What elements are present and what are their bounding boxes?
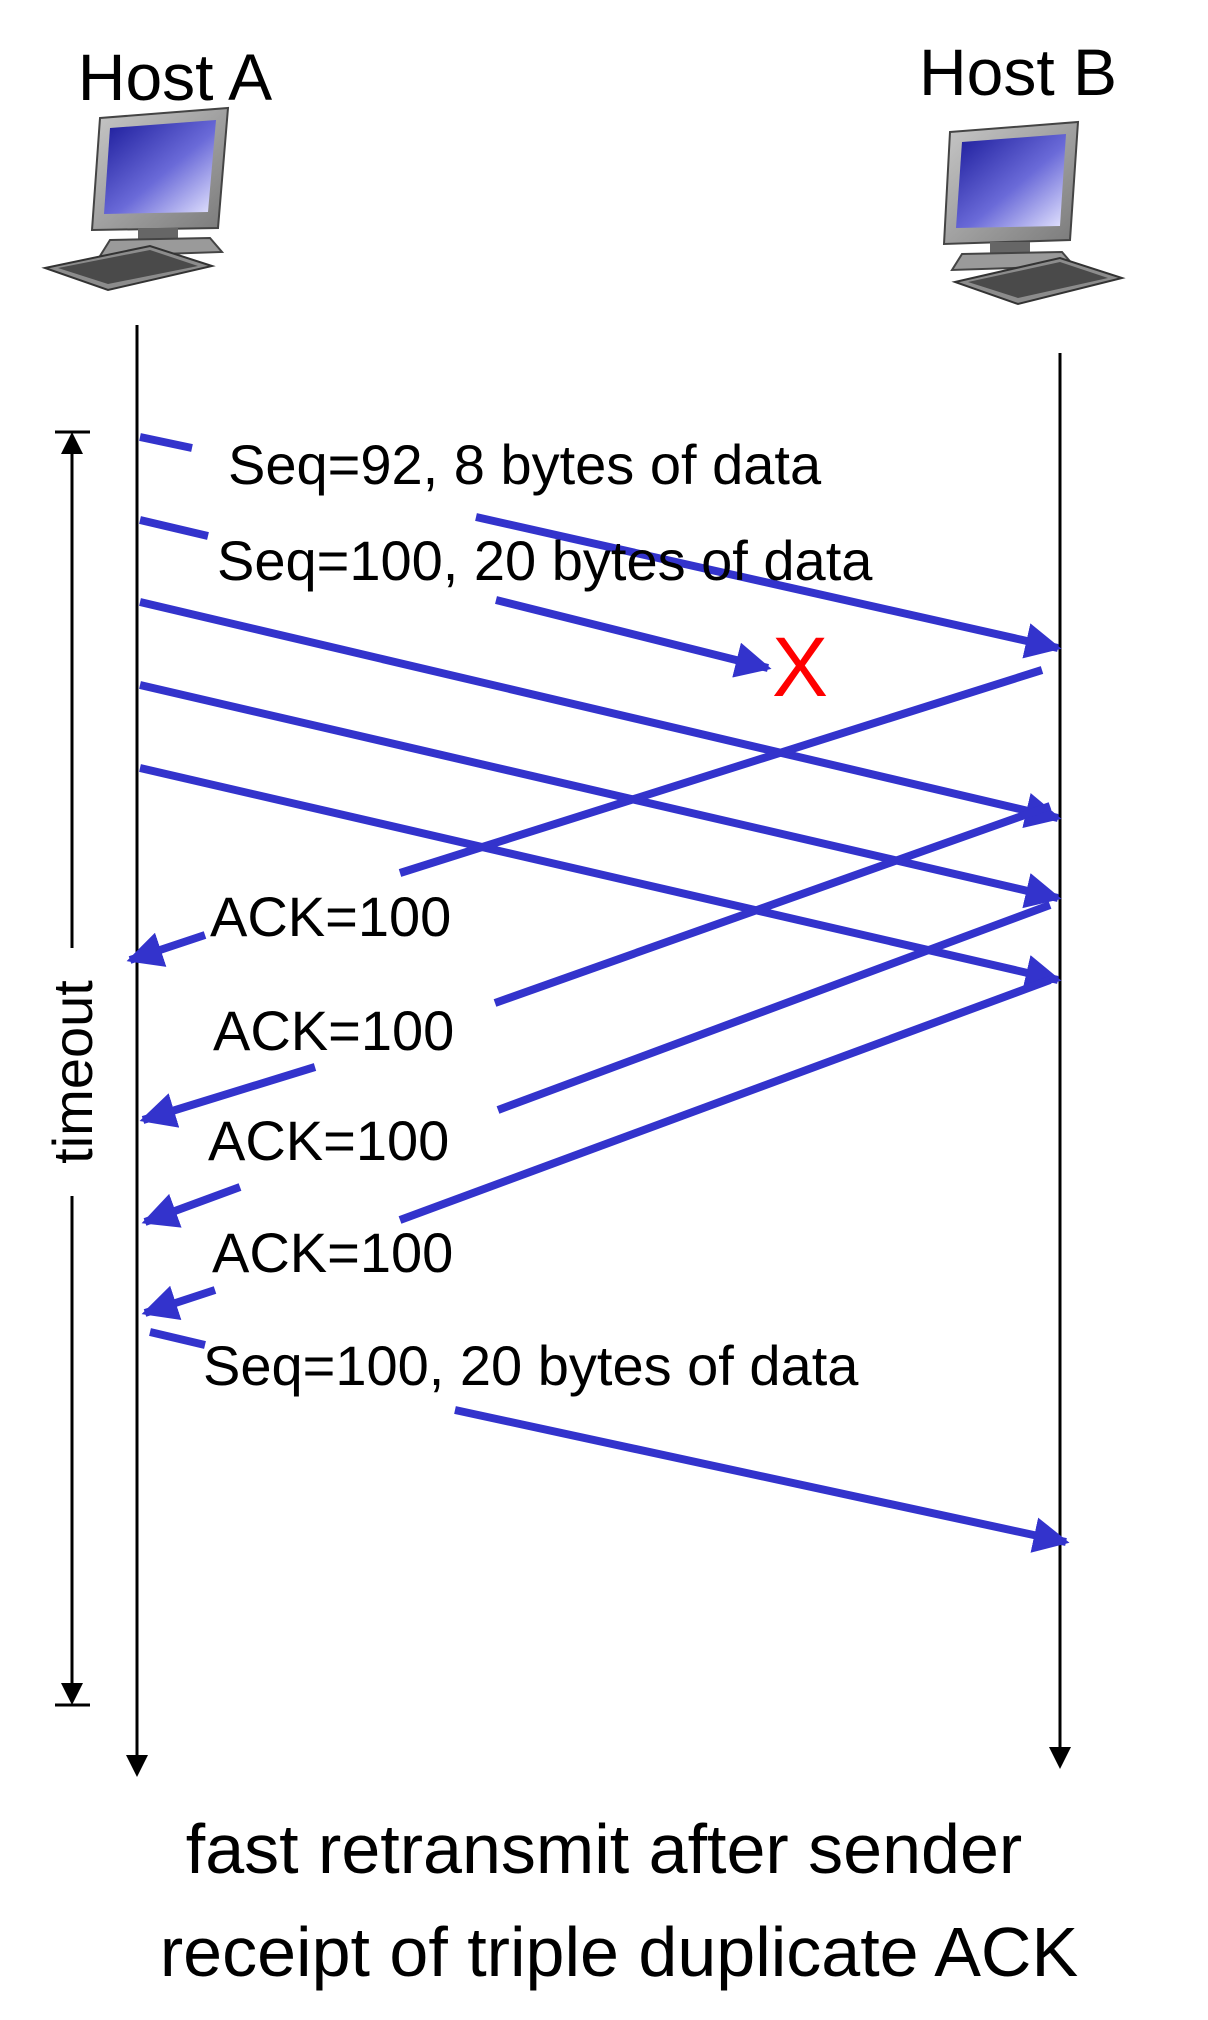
- host-a-computer-icon: [41, 106, 230, 292]
- ack-1-arrow-start: [398, 666, 1044, 877]
- ack-2-arrow-start: [493, 802, 1052, 1007]
- seq100-arrow-start: [139, 516, 209, 540]
- timeout-interval-marker: [55, 430, 90, 1707]
- host-b-label: Host B: [919, 35, 1117, 109]
- segment-3-arrow: [139, 598, 1062, 829]
- retransmit-label: Seq=100, 20 bytes of data: [203, 1334, 859, 1397]
- seq92-arrow-start: [139, 433, 193, 452]
- ack-2-arrow: [139, 1063, 317, 1128]
- retransmit-arrow: [454, 1406, 1070, 1553]
- host-a-label: Host A: [78, 40, 272, 114]
- ack-4-arrow-start: [398, 976, 1052, 1224]
- seq100-label: Seq=100, 20 bytes of data: [217, 529, 873, 592]
- ack-1-label: ACK=100: [210, 885, 451, 948]
- packet-loss-marker: X: [772, 620, 828, 714]
- ack-4-arrow: [141, 1285, 217, 1320]
- ack-3-arrow: [141, 1183, 242, 1228]
- segment-4-arrow: [139, 681, 1062, 909]
- retransmit-arrow-start: [149, 1328, 206, 1349]
- seq100-lost-arrow: [495, 596, 772, 678]
- caption-line-1: fast retransmit after sender: [186, 1810, 1022, 1888]
- host-b-computer-icon: [942, 120, 1126, 306]
- ack-1-arrow: [126, 931, 207, 967]
- ack-2-label: ACK=100: [213, 999, 454, 1062]
- seq92-label: Seq=92, 8 bytes of data: [228, 433, 822, 496]
- seq92-arrow: [475, 513, 1062, 659]
- ack-3-arrow-start: [496, 901, 1052, 1114]
- ack-4-label: ACK=100: [212, 1221, 453, 1284]
- timeout-label: timeout: [41, 980, 104, 1164]
- ack-3-label: ACK=100: [208, 1109, 449, 1172]
- host-b-timeline-arrowhead: [1049, 1747, 1071, 1769]
- segment-5-arrow: [139, 764, 1062, 991]
- caption-line-2: receipt of triple duplicate ACK: [160, 1913, 1078, 1991]
- host-a-timeline-arrowhead: [126, 1755, 148, 1777]
